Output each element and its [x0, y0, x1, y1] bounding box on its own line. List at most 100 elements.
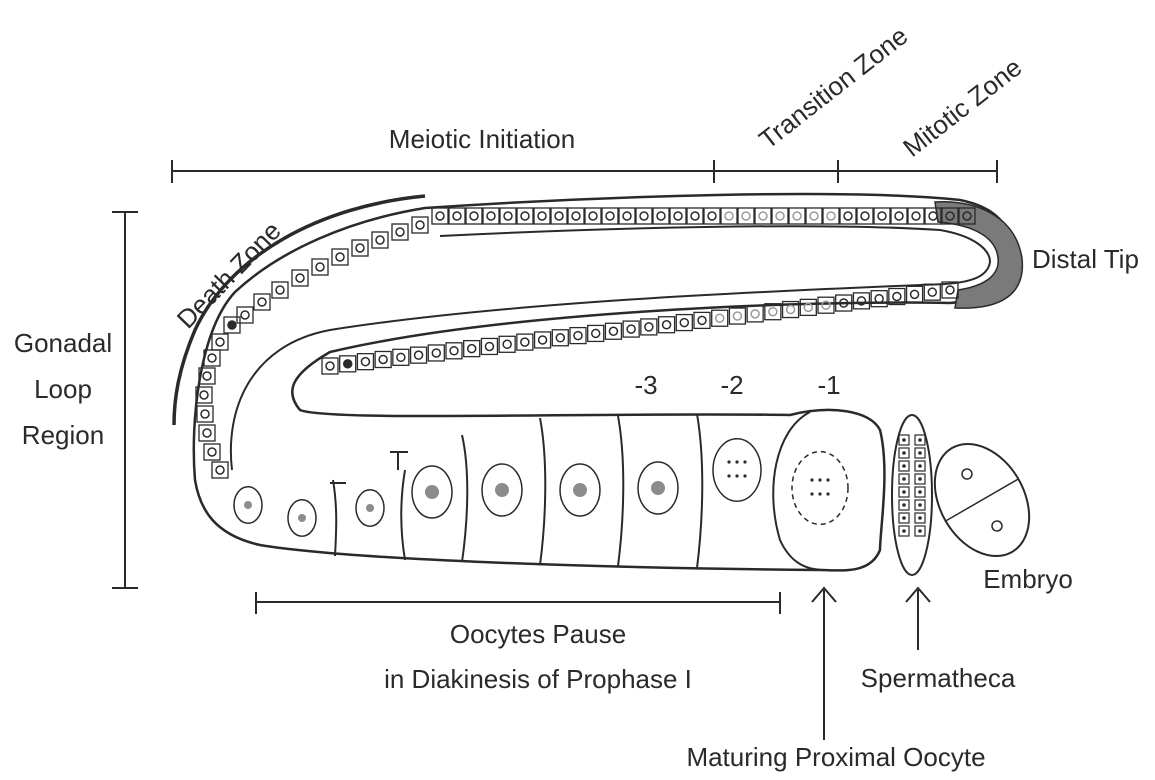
- germ-cell: [623, 321, 639, 337]
- germ-cell-nucleus: [691, 212, 699, 220]
- chromosome-dot: [818, 492, 821, 495]
- maturing-oocyte-label: Maturing Proximal Oocyte: [686, 742, 985, 772]
- germ-cell: [535, 332, 551, 348]
- germ-cell-nucleus: [912, 212, 920, 220]
- germ-cell-nucleus: [708, 212, 716, 220]
- germ-cell: [789, 208, 805, 224]
- germ-cell-nucleus: [555, 212, 563, 220]
- gonadal-loop-label-line2: Loop: [34, 374, 92, 404]
- germ-cell-nucleus: [928, 288, 936, 296]
- maturing-oocyte-arrow: [812, 588, 836, 740]
- germ-cell: [636, 208, 652, 224]
- sperm-nucleus: [902, 529, 906, 533]
- meiotic-initiation-label: Meiotic Initiation: [389, 124, 575, 154]
- germ-cell-nucleus: [485, 342, 493, 350]
- germ-cell-nucleus: [521, 338, 529, 346]
- germ-cell-nucleus: [379, 355, 387, 363]
- chromosome-dot: [810, 478, 813, 481]
- germ-cell-nucleus: [929, 212, 937, 220]
- germ-cell: [840, 208, 856, 224]
- germ-cell-nucleus: [680, 319, 688, 327]
- germ-cell: [312, 259, 328, 275]
- germ-cell-nucleus: [716, 314, 724, 322]
- germ-cell-nucleus: [453, 212, 461, 220]
- germ-cell: [800, 299, 816, 315]
- germ-cell: [412, 217, 428, 233]
- germ-cell-nucleus: [468, 345, 476, 353]
- sperm-nucleus: [918, 451, 922, 455]
- germ-cell-nucleus: [203, 429, 211, 437]
- germ-cell-nucleus: [827, 212, 835, 220]
- sperm-nucleus: [902, 477, 906, 481]
- germ-cell-nucleus: [258, 298, 266, 306]
- germ-cell-nucleus: [946, 286, 954, 294]
- chromosome-dot: [826, 478, 829, 481]
- germ-cell: [721, 208, 737, 224]
- germ-cell-nucleus: [572, 212, 580, 220]
- germ-cell: [738, 208, 754, 224]
- chromosome-dot: [743, 460, 746, 463]
- germ-cell: [694, 312, 710, 328]
- germ-cell: [570, 328, 586, 344]
- oocyte-position-3: -3: [634, 370, 657, 400]
- germ-cell-nucleus: [698, 316, 706, 324]
- oocyte-nucleolus: [366, 504, 374, 512]
- oocyte-nucleolus: [651, 481, 665, 495]
- oocytes-pause-label-line2: in Diakinesis of Prophase I: [384, 664, 692, 694]
- oocyte-nucleolus: [425, 485, 439, 499]
- sperm-cells: [899, 435, 925, 536]
- oocyte-nucleus: [713, 439, 761, 501]
- sperm-nucleus: [918, 503, 922, 507]
- germ-cell: [534, 208, 550, 224]
- germ-cell: [818, 297, 834, 313]
- germ-cell-nucleus: [623, 212, 631, 220]
- germ-cell-nucleus: [276, 286, 284, 294]
- spermatheca-label: Spermatheca: [861, 663, 1016, 693]
- gonadal-loop-label-line3: Region: [22, 420, 104, 450]
- germ-cell: [704, 208, 720, 224]
- germ-cell-nucleus: [674, 212, 682, 220]
- germ-cell: [729, 308, 745, 324]
- germ-cell: [212, 462, 228, 478]
- germ-cell: [755, 208, 771, 224]
- germ-cell-nucleus: [556, 334, 564, 342]
- germ-cell-nucleus: [861, 212, 869, 220]
- germ-cell: [588, 325, 604, 341]
- germ-cell: [500, 208, 516, 224]
- germ-cell-nucleus: [361, 358, 369, 366]
- germ-cell: [432, 208, 448, 224]
- germ-cell: [272, 282, 288, 298]
- germ-cell-nucleus: [336, 253, 344, 261]
- germ-cell: [428, 345, 444, 361]
- germ-cell: [585, 208, 601, 224]
- chromosome-dot: [818, 478, 821, 481]
- germ-cell-nucleus: [538, 212, 546, 220]
- germ-cell-nucleus: [200, 391, 208, 399]
- sperm-nucleus: [902, 503, 906, 507]
- chromosome-dot: [735, 460, 738, 463]
- germ-cell-nucleus: [216, 338, 224, 346]
- germ-cell-nucleus: [356, 244, 364, 252]
- germ-cell-nucleus: [787, 306, 795, 314]
- chromosome-dot: [727, 460, 730, 463]
- oocyte-nucleus: [792, 452, 848, 525]
- germ-cell-nucleus: [208, 354, 216, 362]
- germ-cell-nucleus: [521, 212, 529, 220]
- sperm-nucleus: [918, 516, 922, 520]
- mitotic-zone-label: Mitotic Zone: [897, 52, 1027, 163]
- germ-cell-nucleus: [878, 212, 886, 220]
- germ-cell: [322, 358, 338, 374]
- germ-cell: [568, 208, 584, 224]
- gonad-outer-wall: [194, 194, 1013, 570]
- germ-cell-nucleus: [574, 332, 582, 340]
- germ-cell: [676, 315, 692, 331]
- spermatheca: [892, 415, 932, 575]
- germ-cell-nucleus: [742, 212, 750, 220]
- oocyte-nucleolus: [573, 483, 587, 497]
- germ-cell-nucleus: [657, 212, 665, 220]
- germ-cell: [481, 338, 497, 354]
- germ-cell: [907, 286, 923, 302]
- germ-cell-nucleus: [663, 321, 671, 329]
